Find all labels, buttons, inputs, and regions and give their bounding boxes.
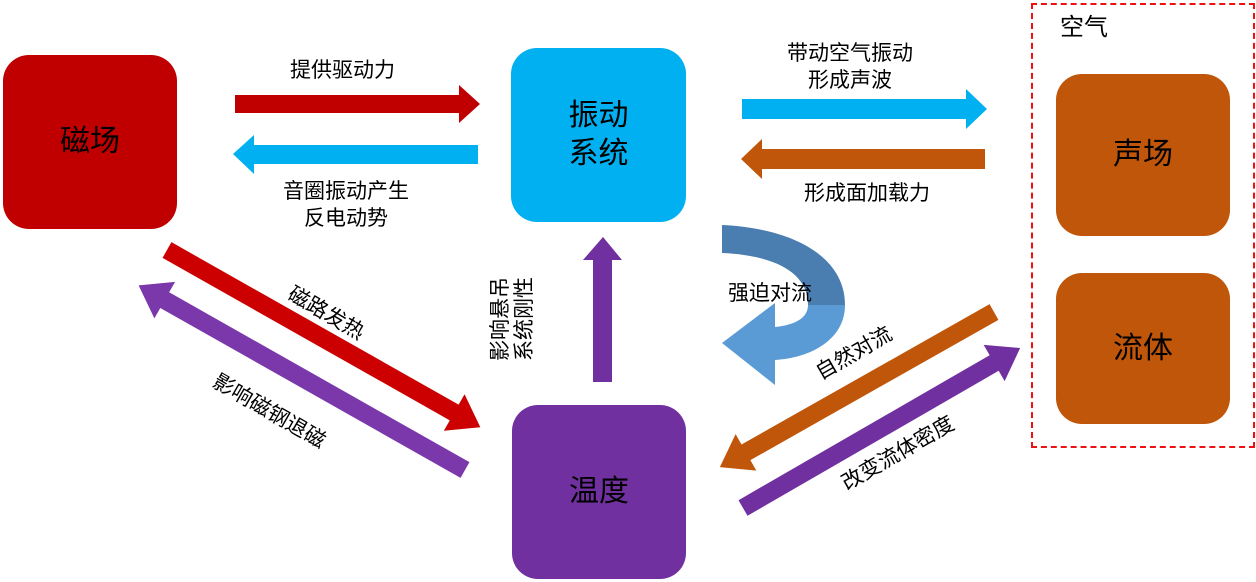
label-sound-wave-line1: 带动空气振动 bbox=[787, 41, 913, 65]
arrow-drive-force bbox=[235, 85, 480, 123]
label-back-emf-line1: 音圈振动产生 bbox=[283, 179, 409, 203]
node-temperature[interactable]: 温度 bbox=[512, 405, 686, 579]
node-fluid[interactable]: 流体 bbox=[1056, 273, 1230, 424]
arrow-sound-wave bbox=[742, 89, 987, 129]
arrow-forced-convection-top bbox=[722, 225, 845, 305]
node-temperature-label: 温度 bbox=[569, 474, 629, 509]
label-drive-force: 提供驱动力 bbox=[290, 58, 395, 82]
label-surface-load: 形成面加载力 bbox=[804, 181, 930, 205]
arrow-suspension-stiffness bbox=[583, 237, 622, 382]
label-back-emf-line2: 反电动势 bbox=[304, 206, 388, 230]
node-vibration-system-label-2: 系统 bbox=[568, 136, 629, 171]
node-sound-field-label: 声场 bbox=[1113, 137, 1173, 172]
node-vibration-system-label-1: 振动 bbox=[568, 98, 629, 133]
node-vibration-system[interactable]: 振动 系统 bbox=[511, 48, 686, 222]
arrow-forced-convection-bottom bbox=[722, 303, 845, 385]
node-magnetic-field-label: 磁场 bbox=[60, 124, 120, 159]
node-magnetic-field[interactable]: 磁场 bbox=[3, 55, 177, 229]
node-fluid-label: 流体 bbox=[1113, 330, 1173, 366]
arrow-surface-load bbox=[741, 139, 985, 179]
arrow-back-emf bbox=[233, 135, 478, 174]
label-forced-convection: 强迫对流 bbox=[728, 281, 812, 305]
node-sound-field[interactable]: 声场 bbox=[1056, 74, 1230, 236]
air-group-container bbox=[1031, 3, 1255, 448]
label-suspension-stiffness-line1: 影响悬吊 bbox=[488, 277, 512, 361]
arrow-fluid-density bbox=[738, 344, 1021, 516]
arrow-natural-convection bbox=[719, 304, 999, 471]
label-suspension-stiffness: 影响悬吊 系统刚性 bbox=[488, 277, 536, 361]
label-suspension-stiffness-line2: 系统刚性 bbox=[512, 277, 536, 361]
arrow-demagnetization bbox=[138, 281, 470, 478]
label-sound-wave: 带动空气振动 形成声波 bbox=[787, 40, 913, 94]
arrow-magnetic-heat bbox=[162, 242, 481, 431]
air-group-label: 空气 bbox=[1060, 13, 1108, 41]
label-back-emf: 音圈振动产生 反电动势 bbox=[283, 178, 409, 232]
label-sound-wave-line2: 形成声波 bbox=[808, 68, 892, 92]
